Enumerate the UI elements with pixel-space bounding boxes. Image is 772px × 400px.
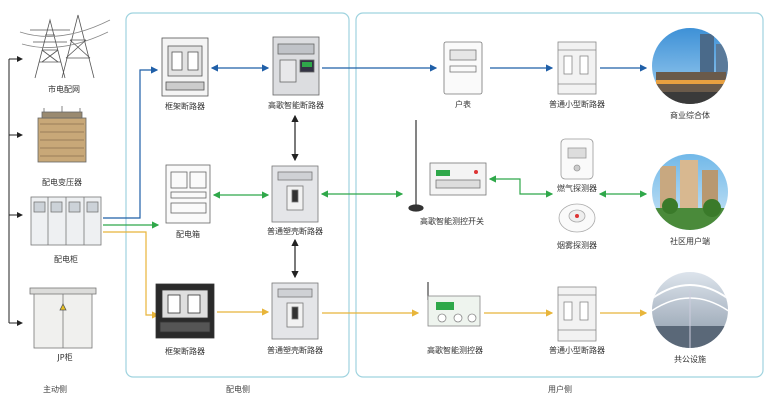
antenna-icon — [408, 120, 424, 212]
mcb-top-icon — [557, 41, 597, 95]
scene-commercial: 商业综合体 — [670, 111, 710, 120]
user-node-monitor: 高歌智能测控器 — [427, 346, 483, 355]
meter-icon — [443, 41, 483, 95]
supply-node-grid: 市电配网 — [48, 85, 80, 94]
community-image — [652, 154, 728, 230]
frame-breaker-bottom-icon — [155, 283, 215, 339]
dist-node-box: 配电箱 — [176, 230, 200, 239]
smart-breaker-top-icon — [272, 36, 320, 96]
distribution-cabinet-icon — [30, 196, 102, 246]
scene-public: 共公设施 — [674, 355, 706, 364]
transformer-icon — [37, 106, 87, 163]
mccb-mid-icon — [271, 165, 319, 223]
dist-node-mccb-mid: 普通塑壳断路器 — [267, 227, 323, 236]
smoke-detector-icon — [558, 203, 596, 233]
supply-bracket — [8, 56, 23, 326]
user-node-mcb-bottom: 普通小型断路器 — [549, 346, 605, 355]
dist-node-frame-top: 框架断路器 — [165, 102, 205, 111]
mcb-bottom-icon — [557, 286, 597, 342]
jp-cabinet-icon — [29, 287, 97, 349]
user-node-mcb-top: 普通小型断路器 — [549, 100, 605, 109]
transmission-tower-icon — [19, 14, 111, 79]
yellow-feeder-line — [103, 231, 160, 319]
frame-breaker-top-icon — [161, 37, 209, 97]
section-label-supply: 主动侧 — [43, 385, 67, 394]
user-node-meter: 户表 — [455, 100, 471, 109]
smart-switch-icon — [429, 162, 487, 196]
distribution-box-icon — [165, 164, 211, 224]
smart-monitor-icon — [427, 295, 481, 327]
mccb-bottom-icon — [271, 282, 319, 340]
supply-node-transformer: 配电变压器 — [42, 178, 82, 187]
gas-detector-icon — [560, 138, 594, 180]
green-detector-line — [488, 175, 554, 198]
blue-feeder-line — [103, 66, 159, 219]
public-facility-image — [652, 272, 728, 348]
supply-node-jp: JP柜 — [57, 353, 73, 362]
section-label-user: 用户侧 — [548, 385, 572, 394]
supply-node-cabinet: 配电柜 — [54, 255, 78, 264]
dist-node-frame-bottom: 框架断路器 — [165, 347, 205, 356]
dist-node-smart-breaker: 高歌智能断路器 — [268, 101, 324, 110]
user-node-smoke: 烟雾探测器 — [557, 241, 597, 250]
section-label-distribution: 配电侧 — [226, 385, 250, 394]
user-node-gas: 燃气探测器 — [557, 184, 597, 193]
commercial-complex-image — [652, 28, 728, 104]
user-node-switch: 高歌智能测控开关 — [420, 217, 484, 226]
scene-community: 社区用户端 — [670, 237, 710, 246]
dist-node-mccb-bottom: 普通塑壳断路器 — [267, 346, 323, 355]
